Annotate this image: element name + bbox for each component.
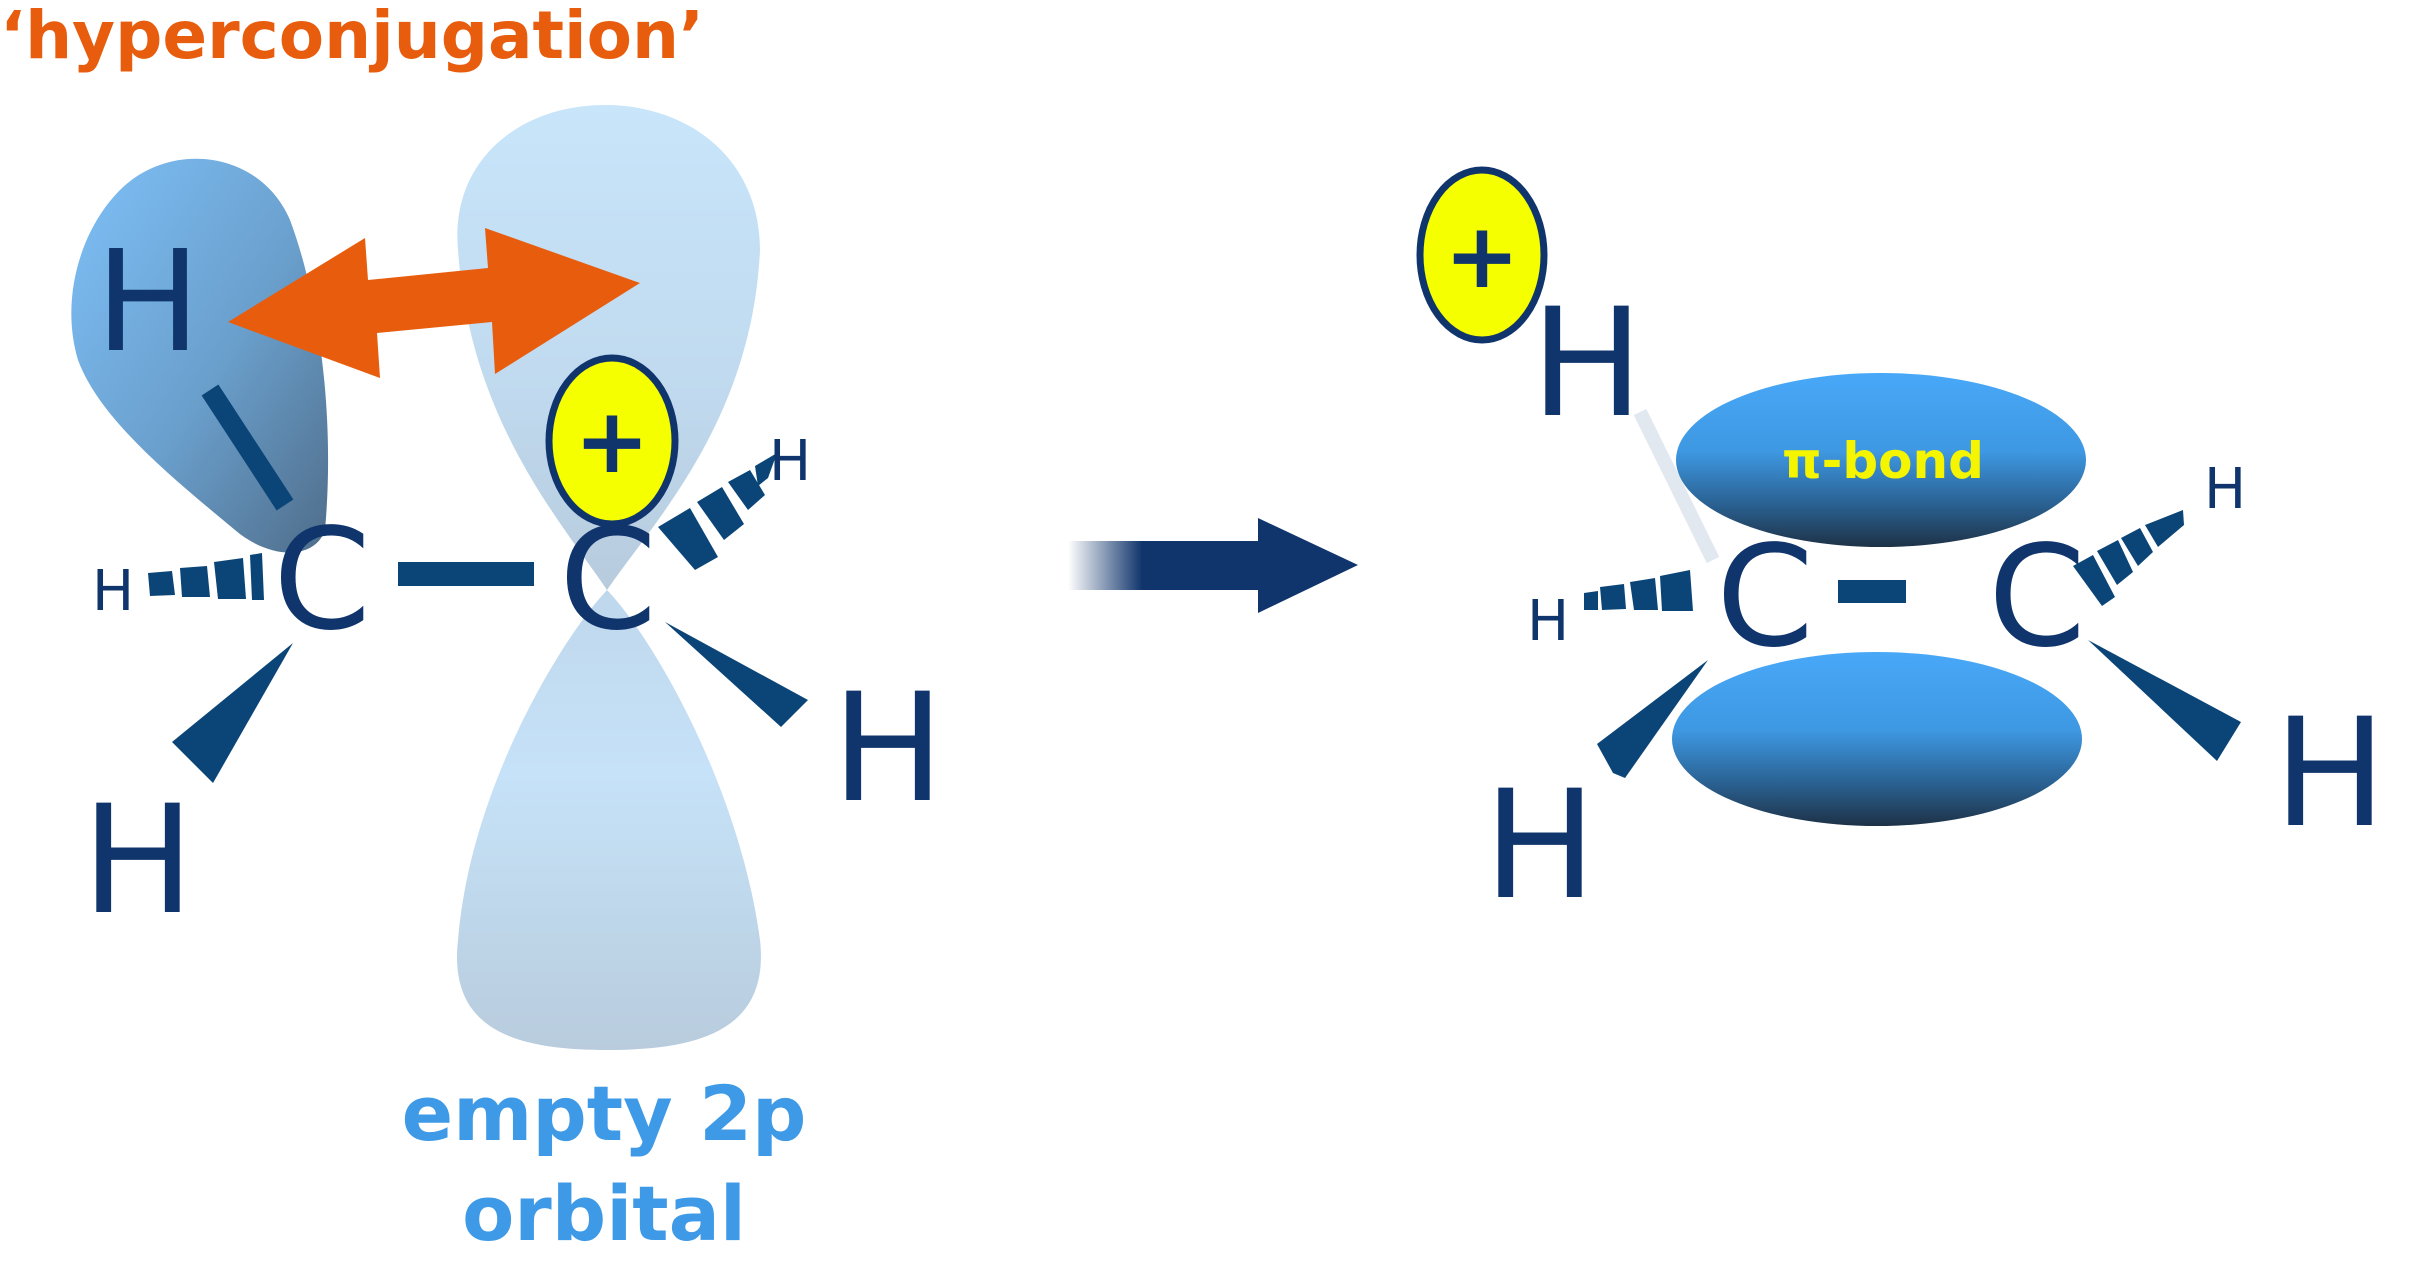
empty-2p-orbital-top-lobe xyxy=(457,105,760,590)
orbital-label-line2: orbital xyxy=(462,1169,746,1258)
atom-c1: C xyxy=(273,499,371,662)
pi-bond-top-lobe xyxy=(1676,373,2086,547)
wedge-right-c2-h-bottom-right xyxy=(2088,640,2241,761)
atom-h-left-small: H xyxy=(92,559,134,624)
atom-h-right-small: H xyxy=(769,429,811,494)
atom-h-proton: H xyxy=(1531,277,1644,451)
atom-right-h-right-small: H xyxy=(2204,457,2246,522)
wedge-c2-h-bottom-right xyxy=(665,622,808,727)
atom-right-h-bottom-left: H xyxy=(1484,759,1597,933)
proton-positive-charge-badge xyxy=(1416,166,1548,344)
right-structure: π-bond + H C C H H H H xyxy=(1416,166,2387,933)
atom-c2: C xyxy=(559,499,657,662)
hashed-wedge-c2-h-right xyxy=(658,453,777,570)
bond-c1-c2-right xyxy=(1838,580,1906,603)
atom-right-h-bottom-right: H xyxy=(2274,687,2387,861)
positive-charge-badge xyxy=(545,354,679,528)
hashed-wedge-right-c1-h-left xyxy=(1584,570,1693,611)
hashed-wedge-c1-h-left xyxy=(148,553,264,600)
left-structure: + H C C H H H H empty 2p orbital xyxy=(71,105,944,1258)
bond-c1-c2 xyxy=(398,562,534,586)
empty-2p-orbital-bottom-lobe xyxy=(457,590,761,1050)
wedge-c1-h-bottom-left xyxy=(172,643,293,783)
pi-bond-bottom-lobe xyxy=(1672,652,2082,826)
orbital-label-line1: empty 2p xyxy=(402,1069,807,1158)
bond-c1-h-top xyxy=(201,384,294,511)
plus-icon-right: + xyxy=(1444,204,1519,309)
atom-right-c2: C xyxy=(1988,516,2086,679)
title-hyperconjugation: ‘hyperconjugation’ xyxy=(0,0,704,74)
atom-h-bottom-left: H xyxy=(82,774,195,948)
hashed-wedge-right-c2-h-right xyxy=(2073,510,2184,606)
pi-bond-label: π-bond xyxy=(1782,432,1984,490)
plus-icon: + xyxy=(574,389,649,494)
atom-h-top: H xyxy=(95,221,200,384)
atom-right-h-left-small: H xyxy=(1527,589,1569,654)
h-s-orbital xyxy=(71,158,329,553)
reaction-arrow-icon xyxy=(1068,518,1358,613)
wedge-right-c1-h-bottom-left xyxy=(1597,660,1708,778)
broken-c-h-bond xyxy=(1633,408,1720,564)
atom-right-c1: C xyxy=(1716,516,1814,679)
atom-h-bottom-right: H xyxy=(832,662,945,836)
hyperconjugation-double-arrow-icon xyxy=(228,228,640,378)
